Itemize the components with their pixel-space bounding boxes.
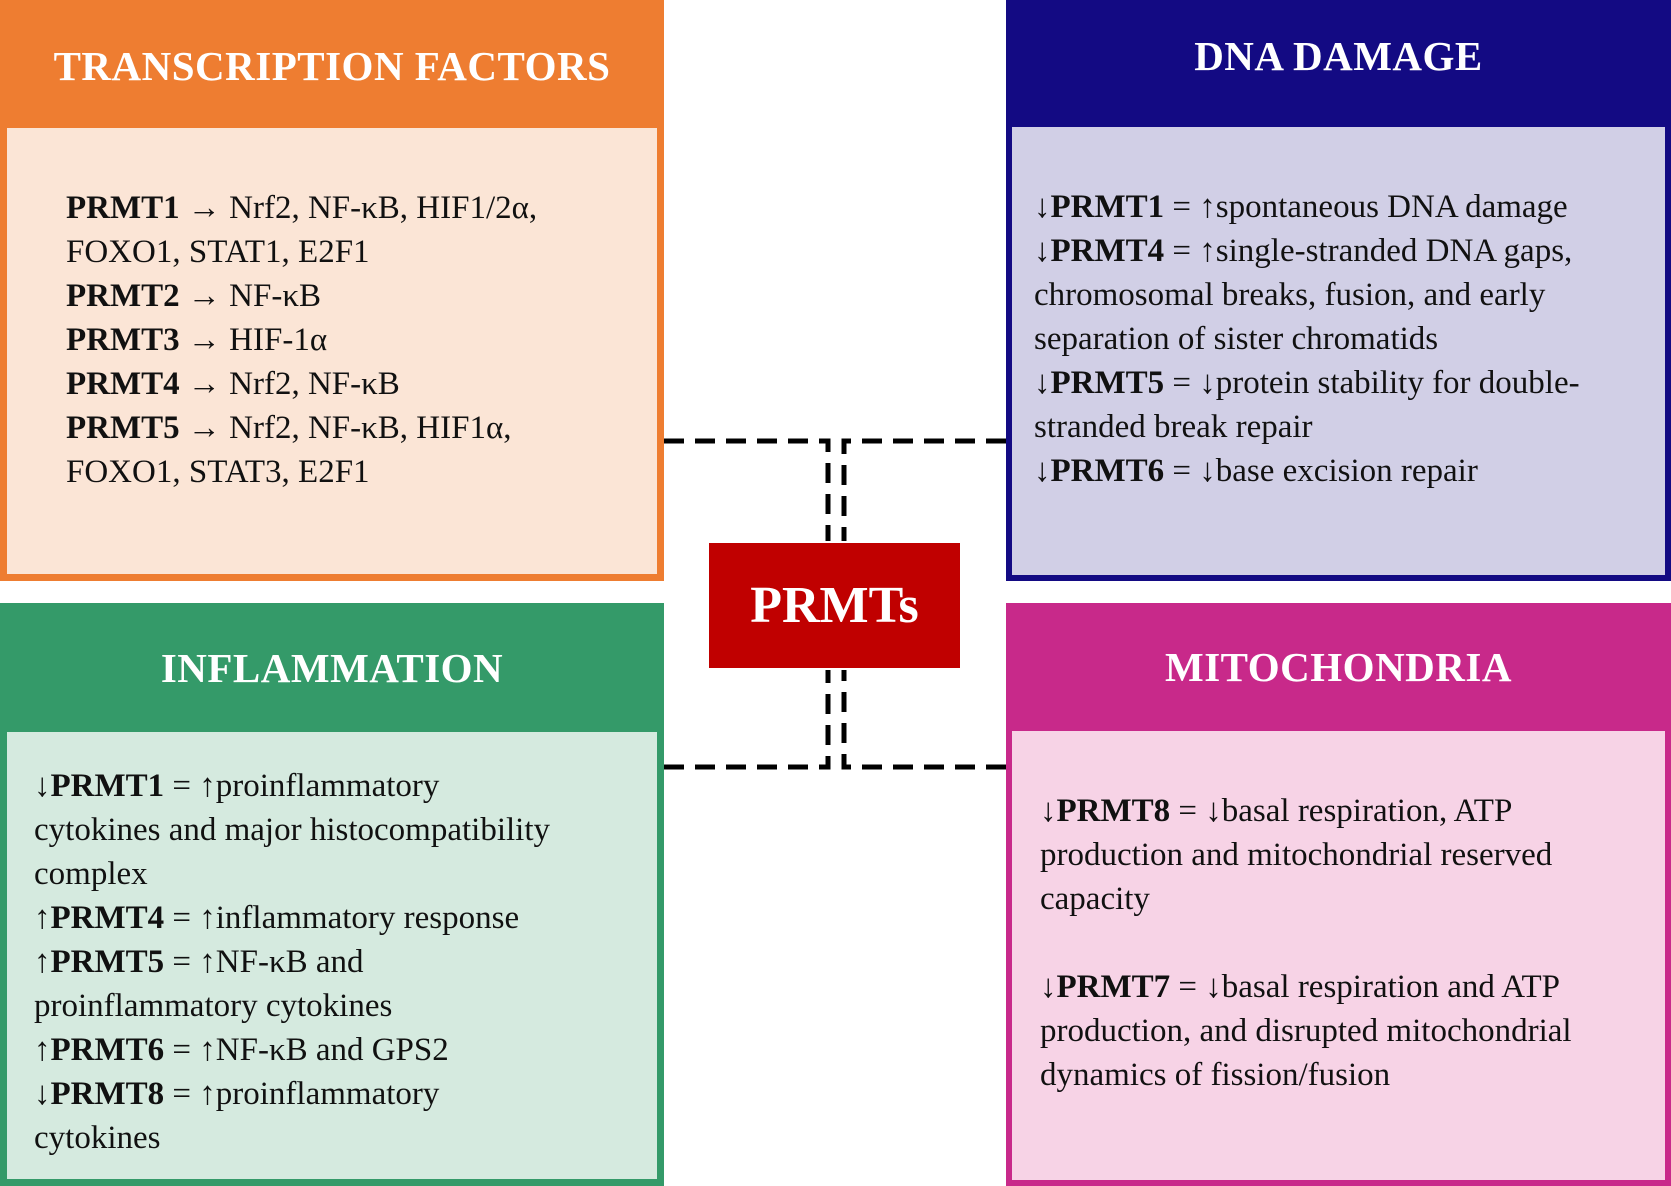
- text-line: separation of sister chromatids: [1034, 321, 1439, 357]
- text-line: ↓PRMT7 = ↓basal respiration and ATP: [1040, 969, 1560, 1005]
- panel-body: ↓PRMT8 = ↓basal respiration, ATP product…: [1006, 725, 1671, 1186]
- panel-title: TRANSCRIPTION FACTORS: [0, 0, 664, 126]
- paragraph-gap: [1040, 921, 1665, 965]
- text-line: PRMT4 → Nrf2, NF-κB: [66, 366, 400, 402]
- text-line: PRMT3 → HIF-1α: [66, 322, 328, 358]
- text-line: chromosomal breaks, fusion, and early: [1034, 277, 1546, 313]
- center-prmts-node: PRMTs: [709, 543, 960, 668]
- text-line: ↓PRMT5 = ↓protein stability for double-: [1034, 365, 1580, 401]
- text-line: PRMT5 → Nrf2, NF-κB, HIF1α,: [66, 410, 512, 446]
- text-line: FOXO1, STAT3, E2F1: [66, 454, 370, 490]
- text-line: dynamics of fission/fusion: [1040, 1057, 1391, 1093]
- text-line: ↓PRMT1 = ↑spontaneous DNA damage: [1034, 189, 1568, 225]
- text-line: cytokines and major histocompatibility: [34, 812, 550, 848]
- text-line: FOXO1, STAT1, E2F1: [66, 234, 370, 270]
- text-line: stranded break repair: [1034, 409, 1313, 445]
- connector-bottom-left: [664, 670, 831, 770]
- text-line: PRMT1 → Nrf2, NF-κB, HIF1/2α,: [66, 190, 538, 226]
- text-line: ↓PRMT8 = ↓basal respiration, ATP: [1040, 793, 1513, 829]
- text-line: ↑PRMT4 = ↑inflammatory response: [34, 900, 520, 936]
- text-line: PRMT2 → NF-κB: [66, 278, 321, 314]
- panel-title: MITOCHONDRIA: [1006, 603, 1671, 731]
- text-line: production, and disrupted mitochondrial: [1040, 1013, 1572, 1049]
- panel-title: INFLAMMATION: [0, 603, 664, 731]
- text-line: ↓PRMT8 = ↑proinflammatory: [34, 1076, 440, 1112]
- text-line: capacity: [1040, 881, 1150, 917]
- text-line: ↑PRMT6 = ↑NF-κB and GPS2: [34, 1032, 449, 1068]
- connector-top-right: [841, 438, 1006, 541]
- connector-bottom-right: [841, 670, 1006, 770]
- panel-body: PRMT1 → Nrf2, NF-κB, HIF1/2α, FOXO1, STA…: [0, 121, 664, 581]
- panel-body: ↓PRMT1 = ↑spontaneous DNA damage ↓PRMT4 …: [1006, 121, 1671, 581]
- text-line: production and mitochondrial reserved: [1040, 837, 1553, 873]
- text-line: cytokines: [34, 1120, 161, 1156]
- panel-body: ↓PRMT1 = ↑proinflammatory cytokines and …: [0, 725, 664, 1186]
- text-line: complex: [34, 856, 148, 892]
- text-line: ↓PRMT1 = ↑proinflammatory: [34, 768, 440, 804]
- text-line: proinflammatory cytokines: [34, 988, 393, 1024]
- text-line: ↓PRMT4 = ↑single-stranded DNA gaps,: [1034, 233, 1573, 269]
- panel-title: DNA DAMAGE: [1006, 0, 1671, 126]
- text-line: ↑PRMT5 = ↑NF-κB and: [34, 944, 364, 980]
- connector-top-left: [664, 438, 831, 541]
- text-line: ↓PRMT6 = ↓base excision repair: [1034, 453, 1478, 489]
